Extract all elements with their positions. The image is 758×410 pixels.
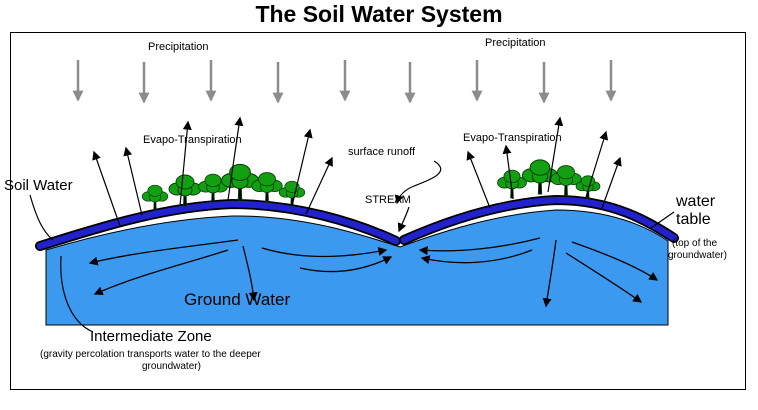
flow-arrow — [420, 249, 533, 265]
evapo-arrow — [227, 116, 244, 201]
water-table-note-line2: groundwater) — [668, 250, 727, 261]
flow-arrow — [88, 239, 239, 266]
evapo-arrows-right — [466, 116, 622, 209]
evapo-arrows-left — [92, 116, 333, 227]
evapo-arrow — [291, 128, 313, 207]
flow-arrow — [299, 256, 393, 273]
water-table-note-line1: (top of the — [672, 238, 717, 249]
intermediate-zone-pointer — [60, 255, 94, 333]
evapo-label-right: Evapo-Transpiration — [463, 132, 562, 144]
intermediate-zone-note-line1: (gravity percolation transports water to… — [40, 349, 261, 360]
evapo-arrow — [179, 120, 192, 207]
flow-arrow — [565, 252, 643, 303]
surface-runoff-arrow — [394, 160, 442, 205]
stream-arrow — [397, 206, 410, 233]
water-table-label-line1: water — [675, 193, 716, 210]
evapo-arrow — [123, 146, 143, 216]
precipitation-label-right: Precipitation — [485, 37, 546, 49]
groundwater-flow-arrows — [88, 237, 659, 308]
groundwater-body — [45, 209, 669, 326]
flow-arrow — [242, 245, 258, 302]
evapo-arrow — [585, 130, 609, 198]
flow-arrow — [542, 239, 557, 308]
flow-arrow — [571, 241, 659, 281]
evapo-arrow — [601, 156, 622, 209]
intermediate-zone-label: Intermediate Zone — [90, 328, 212, 345]
precipitation-label-left: Precipitation — [148, 41, 209, 53]
evapo-arrow — [547, 116, 564, 193]
evapo-arrow — [466, 150, 491, 209]
precipitation-arrows — [72, 60, 617, 104]
flow-arrow — [418, 237, 541, 256]
evapo-arrow — [305, 156, 333, 215]
surface-runoff-label: surface runoff — [348, 146, 416, 158]
stream-label: STREAM — [365, 194, 411, 206]
ground-water-label: Ground Water — [184, 290, 290, 309]
flow-arrow — [261, 247, 388, 258]
evapo-arrow — [502, 144, 514, 200]
water-table-label-line2: table — [676, 211, 711, 228]
water-table-pointer — [650, 211, 675, 229]
soil-water-band-left — [36, 200, 400, 250]
soil-water-label: Soil Water — [4, 177, 73, 194]
soil-water-band-right — [400, 196, 678, 244]
flow-arrow — [93, 249, 229, 295]
soil-water-pointer — [29, 194, 54, 241]
intermediate-zone-note-line2: groundwater) — [142, 361, 201, 372]
evapo-arrow — [92, 150, 121, 227]
evapo-label-left: Evapo-Transpiration — [143, 134, 242, 146]
diagram-title: The Soil Water System — [255, 1, 502, 27]
